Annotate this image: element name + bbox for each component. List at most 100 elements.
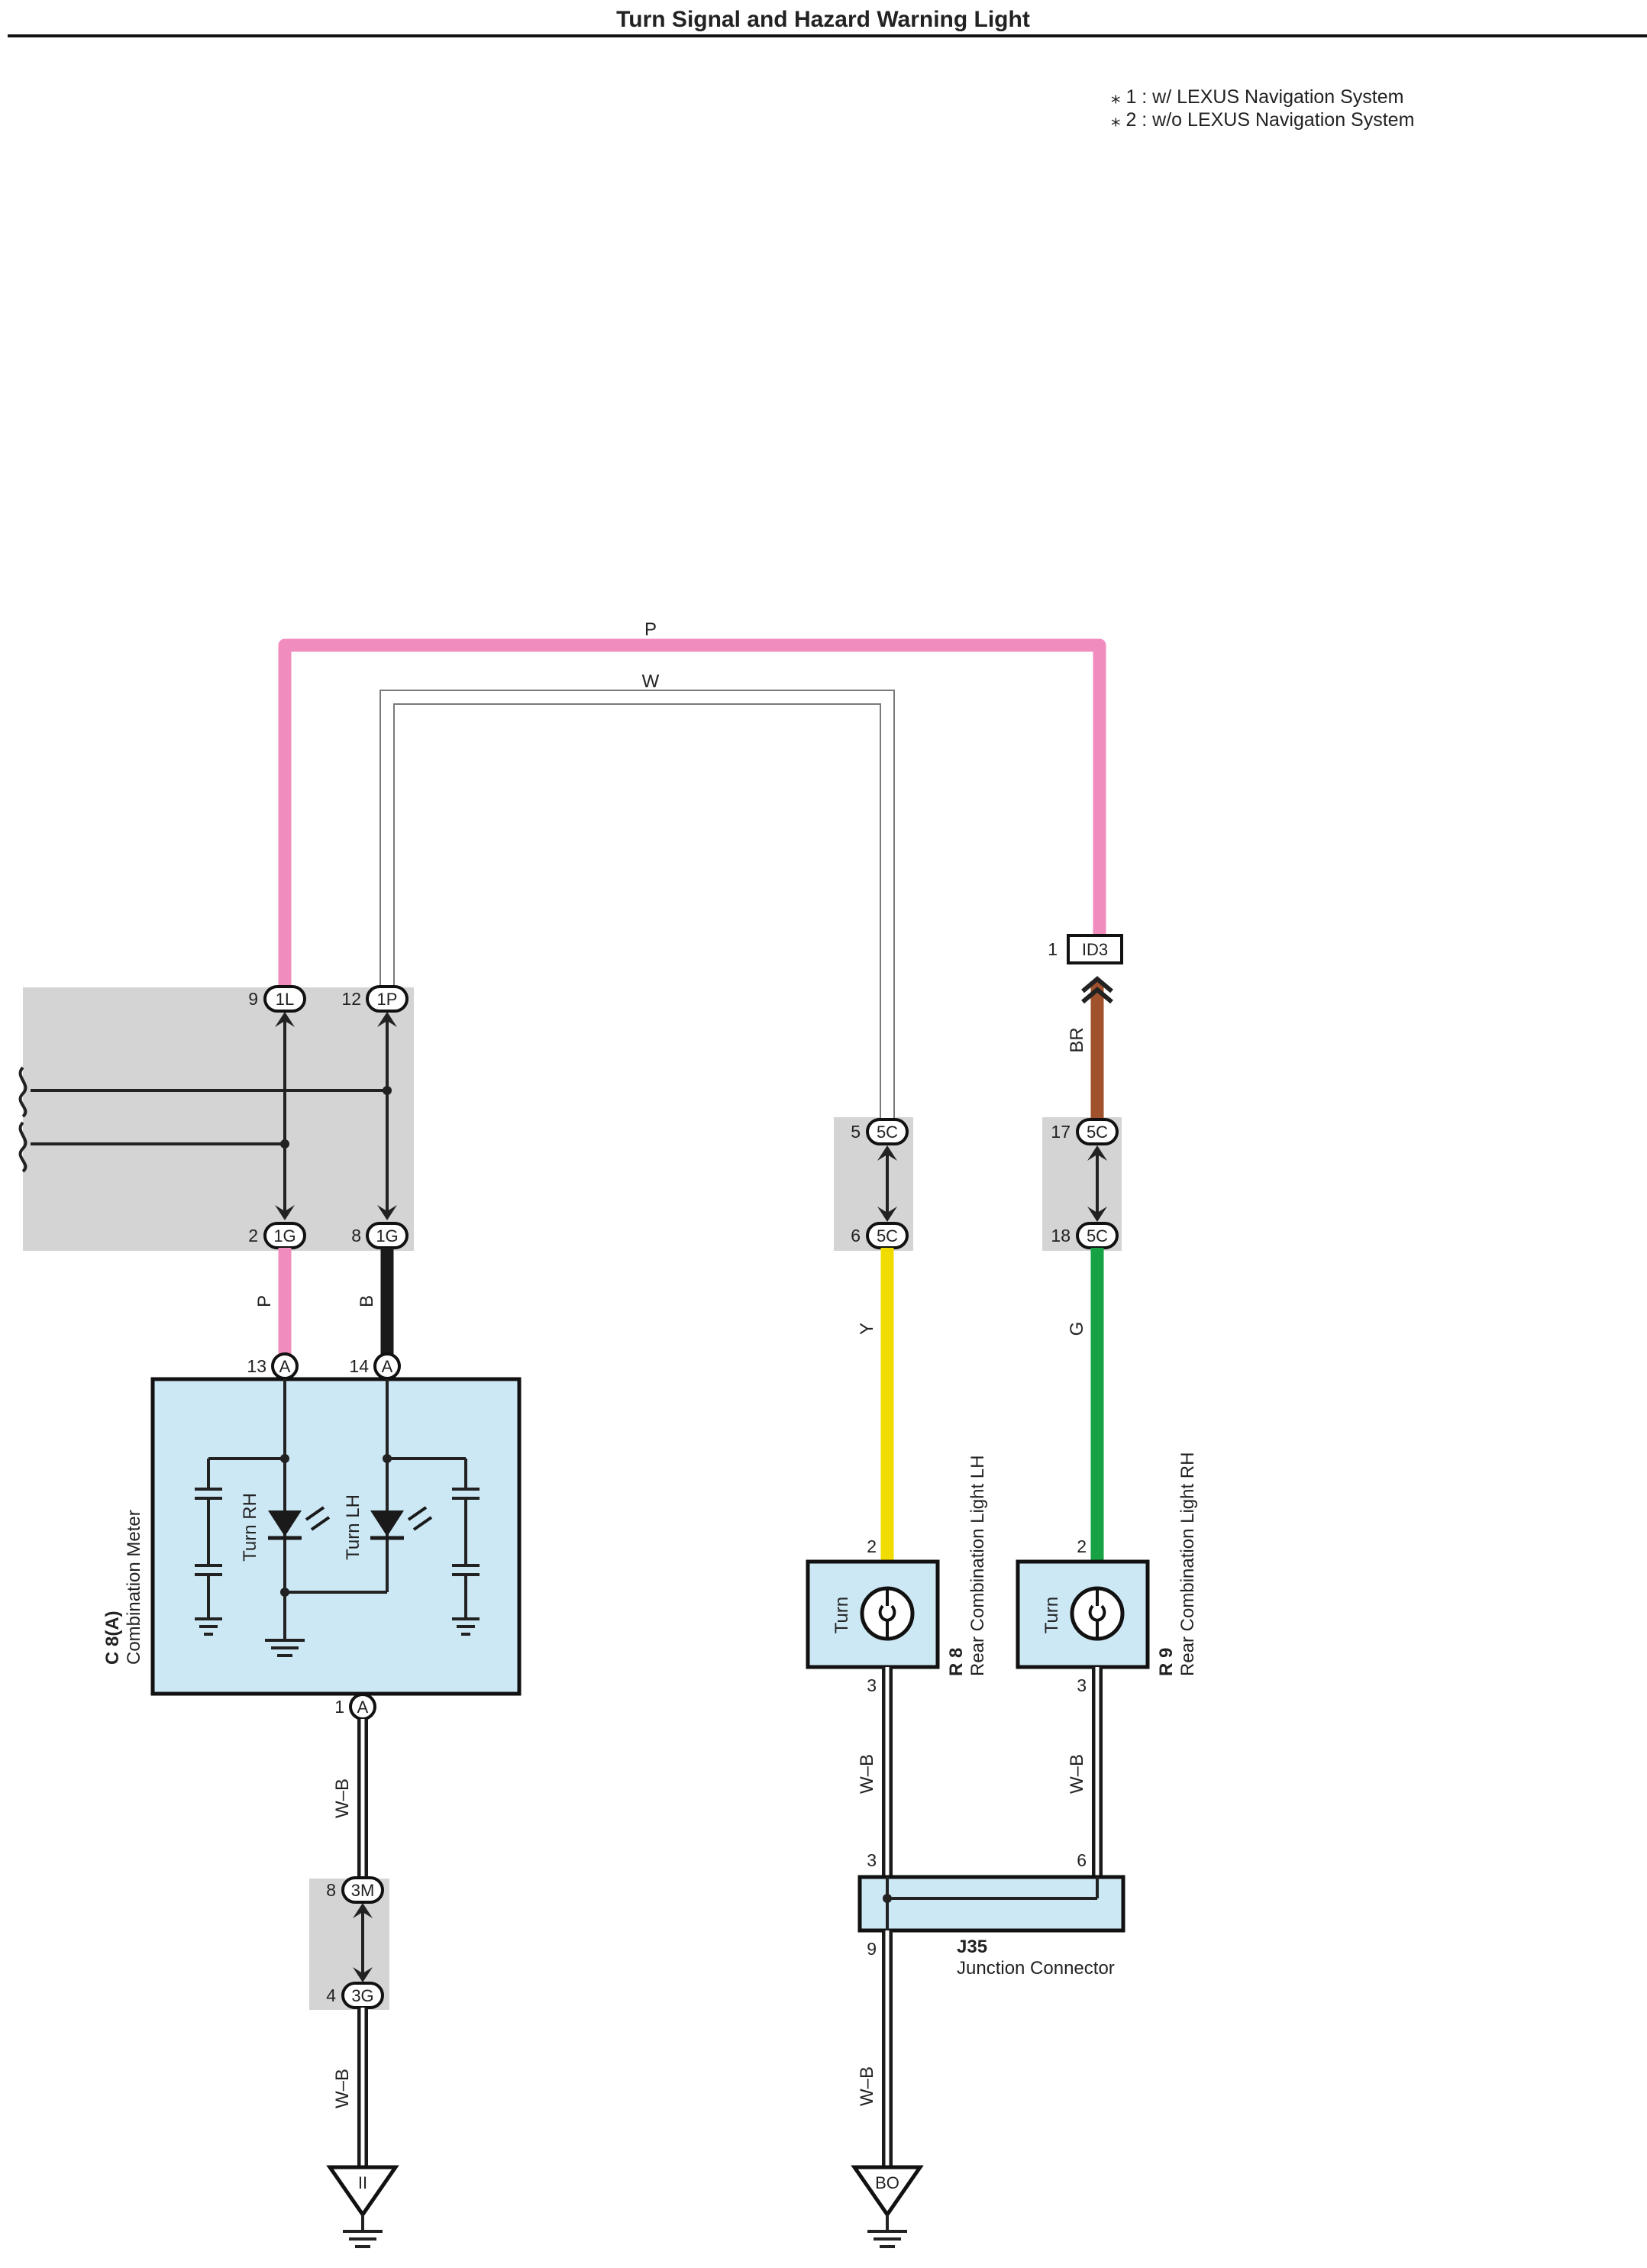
j35-pin-6: 6 xyxy=(1077,1850,1087,1870)
connector-1g-pin8-pin: 8 xyxy=(351,1226,361,1245)
connector-1g-pin2-code: 1G xyxy=(273,1226,295,1245)
connector-5c-pin17-pin: 17 xyxy=(1051,1122,1071,1142)
r9-code: R 9 xyxy=(1156,1648,1177,1676)
splice-dot xyxy=(383,1454,392,1463)
wire-label-br: BR xyxy=(1067,1027,1087,1052)
connector-3g-code: 3G xyxy=(351,1986,373,2005)
note-2: ⁎ 2 : w/o LEXUS Navigation System xyxy=(1111,109,1414,131)
meter-code: C 8(A) xyxy=(102,1611,123,1665)
ground-icon xyxy=(195,1617,222,1636)
ground-icon xyxy=(265,1639,305,1657)
arrow-down-icon xyxy=(877,1207,897,1222)
wire-w-top-core xyxy=(381,691,893,1119)
connector-3m-code: 3M xyxy=(351,1881,375,1900)
r8-inner-label: Turn xyxy=(832,1597,852,1633)
led-turn-rh-icon xyxy=(268,1510,302,1536)
ground-icon xyxy=(867,2215,907,2248)
splice-dot xyxy=(280,1454,289,1463)
arrow-down-icon xyxy=(377,1205,397,1220)
led-rays-icon xyxy=(407,1506,433,1531)
wire-label-p-top: P xyxy=(644,619,657,640)
connector-a13-code: A xyxy=(279,1357,291,1376)
connector-3m-pin: 8 xyxy=(326,1880,336,1900)
r9-pin-bottom: 3 xyxy=(1077,1675,1087,1695)
note-1: ⁎ 1 : w/ LEXUS Navigation System xyxy=(1111,86,1403,108)
wire-label-w-top: W xyxy=(642,671,660,692)
r9-inner-label: Turn xyxy=(1041,1597,1062,1633)
combination-meter-box xyxy=(150,1377,522,1696)
connector-5c-pin18-pin: 18 xyxy=(1051,1226,1071,1245)
splice-dot xyxy=(883,1894,892,1903)
arrow-down-icon xyxy=(1087,1207,1107,1222)
connector-id3 xyxy=(1067,934,1123,964)
r9-pin-top: 2 xyxy=(1077,1536,1087,1556)
connector-a13-pin: 13 xyxy=(247,1356,266,1376)
r9-name: Rear Combination Light RH xyxy=(1177,1452,1198,1676)
connector-a14-code: A xyxy=(382,1357,393,1376)
connector-5c-pin5-code: 5C xyxy=(877,1123,898,1142)
connector-1l xyxy=(263,985,306,1013)
connector-5c-pin6-code: 5C xyxy=(877,1226,898,1245)
page-title: Turn Signal and Hazard Warning Light xyxy=(616,7,1030,32)
connector-3g-pin: 4 xyxy=(326,1985,336,2005)
connector-a1-code: A xyxy=(357,1698,369,1717)
r8-code: R 8 xyxy=(946,1648,967,1676)
r8-name: Rear Combination Light LH xyxy=(967,1455,988,1677)
wire-label-y: Y xyxy=(857,1323,877,1335)
connector-5c-pin17-code: 5C xyxy=(1087,1123,1108,1142)
wire-label-p-lower: P xyxy=(254,1295,275,1307)
ground-bo-triangle xyxy=(851,2165,924,2218)
connector-5c-pin18-code: 5C xyxy=(1087,1226,1108,1245)
wire-w-top xyxy=(379,690,895,1119)
bulb-filament-icon xyxy=(878,1588,896,1639)
bus-continuation-icon xyxy=(18,1121,27,1173)
wire-label-g: G xyxy=(1067,1322,1087,1336)
arrow-up-icon xyxy=(877,1145,897,1161)
connector-a14-pin: 14 xyxy=(349,1356,369,1376)
ground-bo-label: BO xyxy=(875,2173,899,2192)
connector-1p-code: 1P xyxy=(377,990,398,1009)
chevron-up-icon xyxy=(1081,987,1113,1004)
bus-continuation-icon xyxy=(18,1066,27,1118)
arrow-down-icon xyxy=(275,1205,295,1220)
arrow-up-icon xyxy=(275,1012,295,1027)
arrow-up-icon xyxy=(353,1903,373,1918)
connector-a14 xyxy=(373,1352,401,1380)
connector-5c-pin6-pin: 6 xyxy=(851,1226,861,1245)
connector-a13 xyxy=(271,1352,299,1380)
splice-dot xyxy=(280,1588,289,1597)
connector-3m xyxy=(341,1876,384,1904)
bulb-filament-icon xyxy=(1088,1588,1106,1639)
connector-1l-pin: 9 xyxy=(248,989,258,1009)
j35-code: J35 xyxy=(957,1937,987,1957)
wire-label-wb-left-upper: W–B xyxy=(332,1779,353,1818)
ground-ii-triangle xyxy=(326,2165,399,2218)
arrow-up-icon xyxy=(377,1012,397,1027)
junction-block-left xyxy=(23,987,414,1251)
arrow-up-icon xyxy=(1087,1145,1107,1161)
ground-icon xyxy=(343,2215,383,2248)
connector-1l-code: 1L xyxy=(276,990,294,1009)
meter-turn-rh-label: Turn RH xyxy=(240,1493,260,1562)
connector-a1-pin: 1 xyxy=(334,1697,344,1717)
ground-ii-label: II xyxy=(358,2173,367,2192)
j35-pin-9: 9 xyxy=(867,1939,877,1959)
wire-label-wb-r9: W–B xyxy=(1067,1754,1087,1794)
j35-name: Junction Connector xyxy=(957,1958,1115,1979)
connector-id3-pin: 1 xyxy=(1048,939,1058,959)
connector-1p-pin: 12 xyxy=(341,989,361,1009)
j35-box xyxy=(857,1875,1125,1933)
wire-label-wb-left-lower: W–B xyxy=(332,2069,353,2108)
ground-icon xyxy=(452,1617,480,1636)
wire-label-wb-j35-out: W–B xyxy=(857,2066,877,2106)
meter-turn-lh-label: Turn LH xyxy=(343,1494,363,1560)
chevron-up-icon xyxy=(1081,976,1113,993)
led-turn-lh-icon xyxy=(370,1510,404,1536)
connector-5c-pin5-pin: 5 xyxy=(851,1122,861,1142)
wire-label-b-lower: B xyxy=(357,1295,377,1307)
led-rays-icon xyxy=(305,1506,331,1531)
j35-pin-3: 3 xyxy=(867,1850,877,1870)
connector-1g-pin2-pin: 2 xyxy=(248,1226,258,1245)
meter-internal-circuit xyxy=(195,1379,480,1640)
